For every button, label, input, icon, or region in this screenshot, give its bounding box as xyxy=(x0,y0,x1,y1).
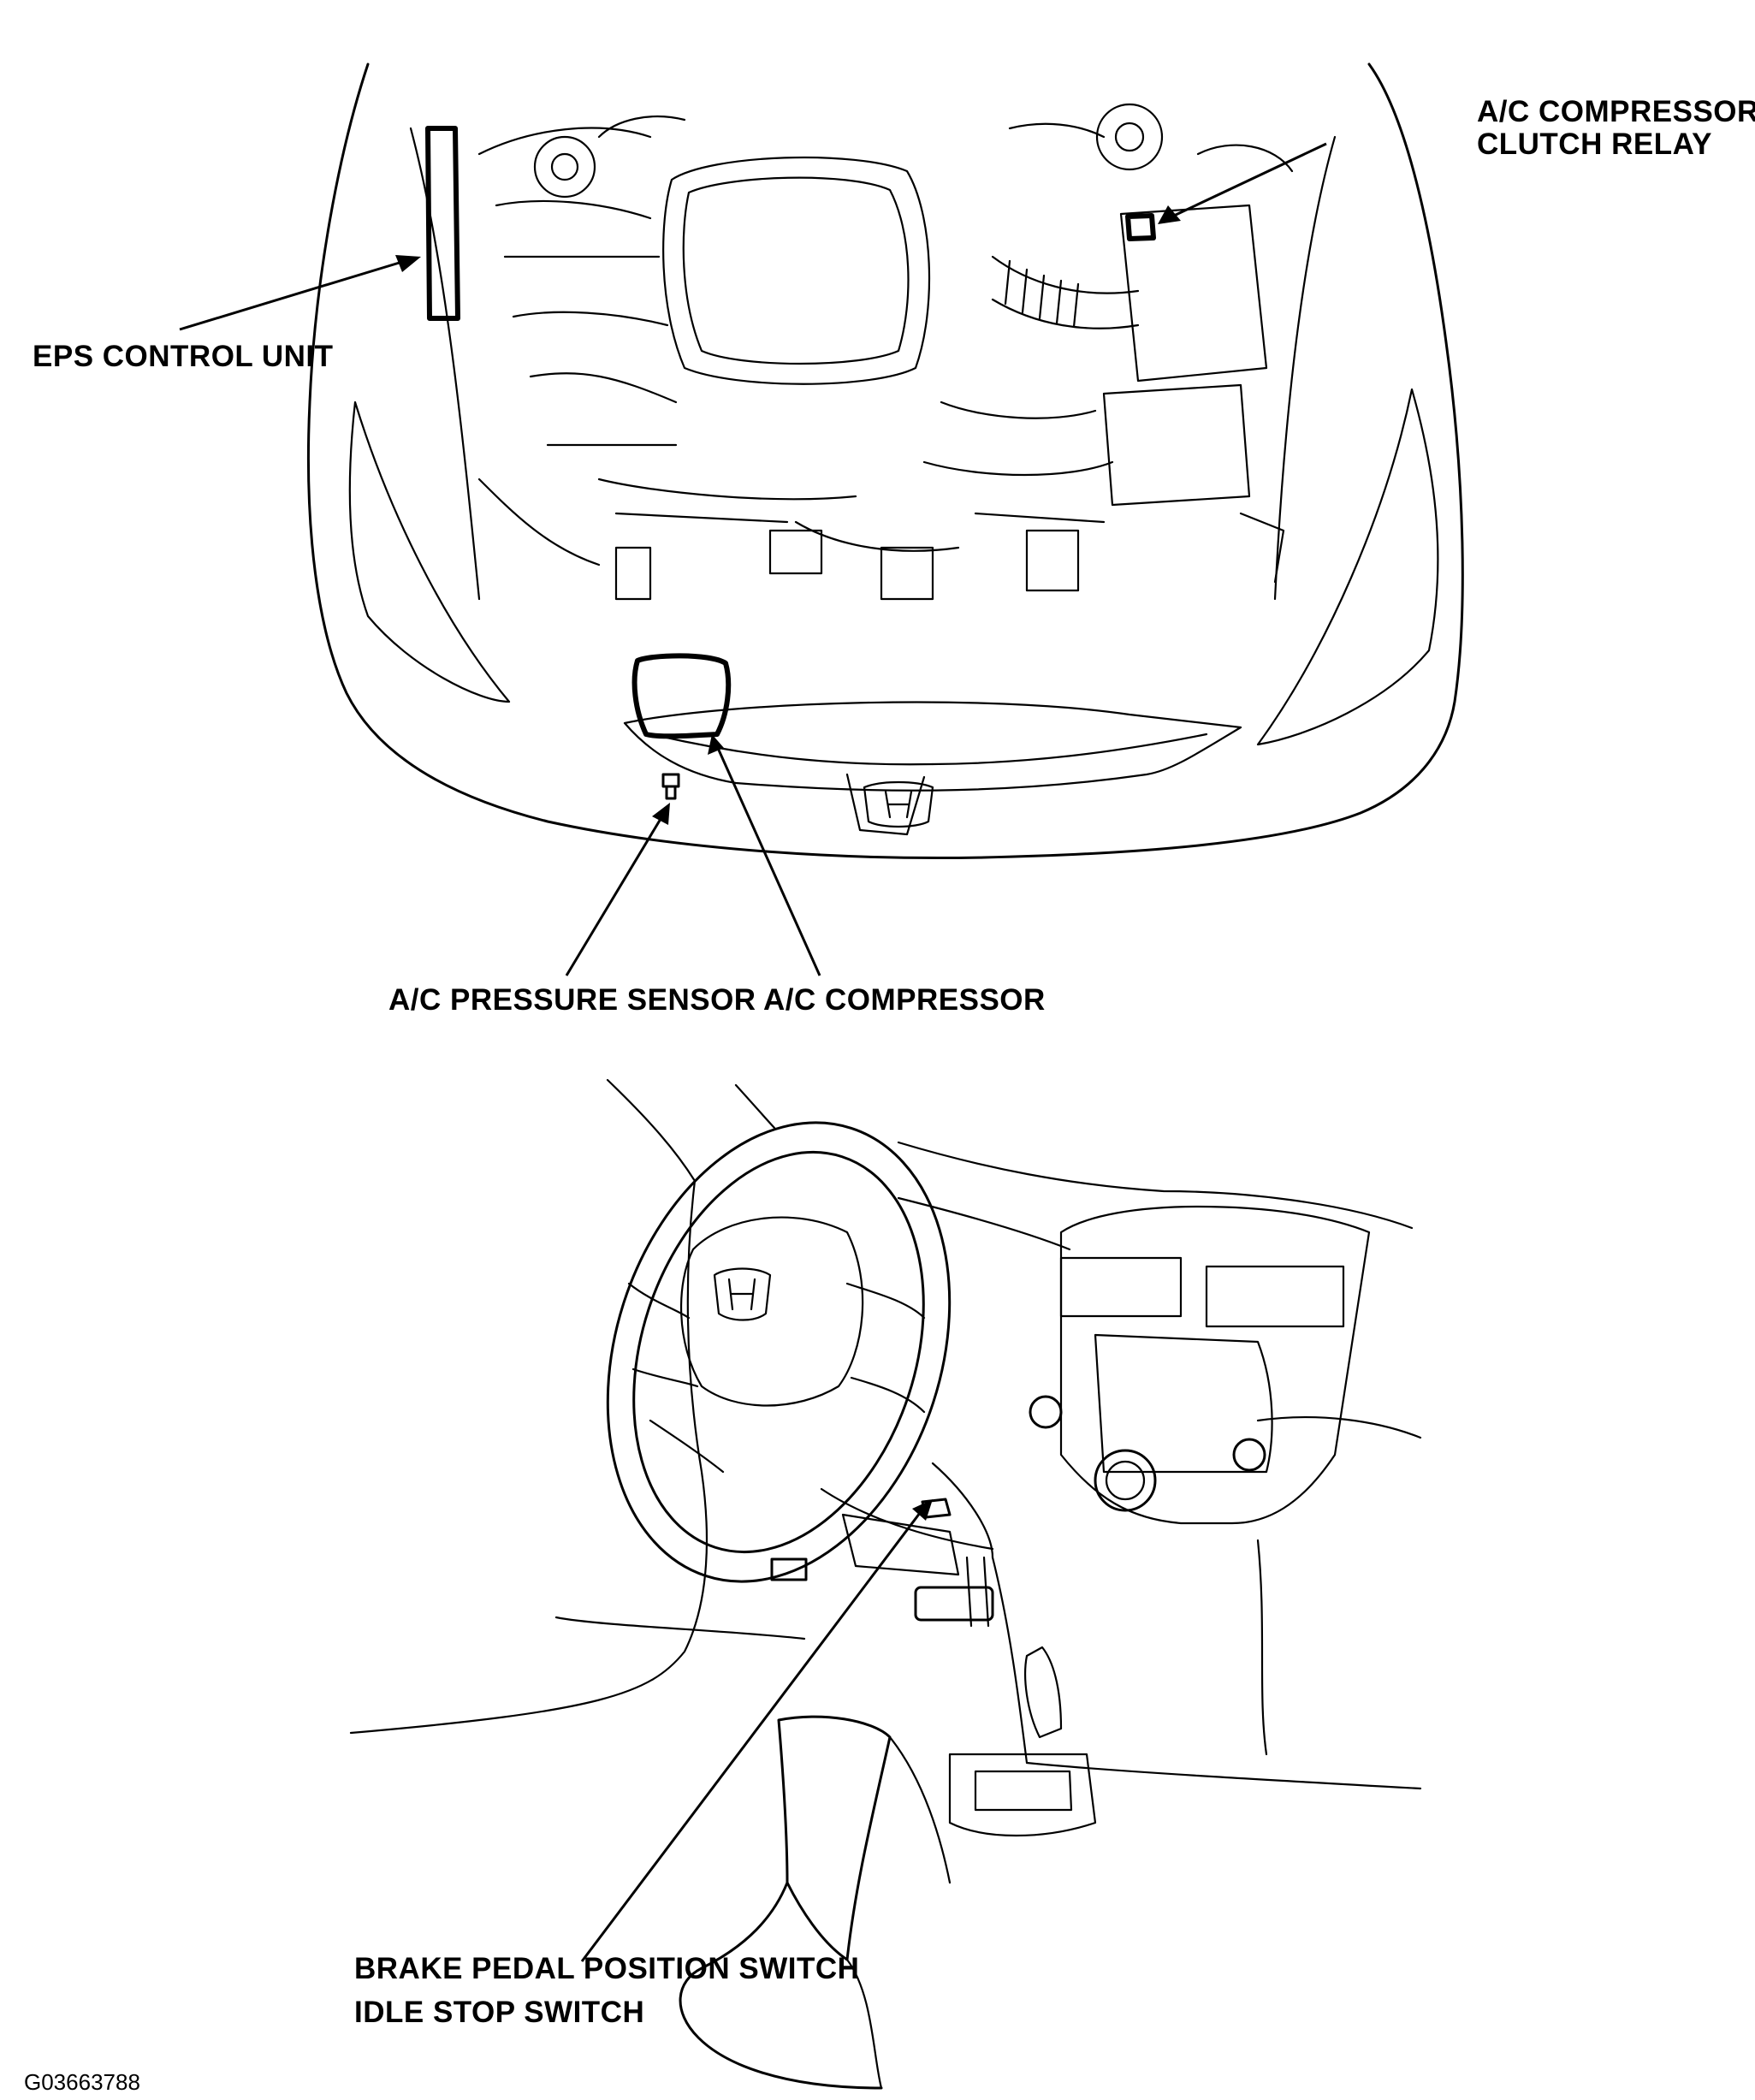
eps-control-unit-label: EPS CONTROL UNIT xyxy=(33,340,334,373)
eps-control-unit-shape xyxy=(425,126,460,321)
ac-pressure-sensor-shape xyxy=(661,773,680,800)
interior-drawing xyxy=(349,1078,1422,2090)
eps-leader-arrow xyxy=(179,255,421,331)
relay-leader-arrow xyxy=(1158,142,1327,224)
compressor-leader-arrow xyxy=(708,734,821,976)
pressure-sensor-leader-arrow xyxy=(565,803,670,976)
idle-stop-switch-label: IDLE STOP SWITCH xyxy=(354,1996,645,2029)
ac-compressor-clutch-relay-shape xyxy=(1125,213,1156,241)
ac-compressor-label: A/C COMPRESSOR xyxy=(763,983,1046,1017)
brake-pedal-position-switch-label: BRAKE PEDAL POSITION SWITCH xyxy=(354,1952,860,1985)
figure-id: G03663788 xyxy=(24,2069,140,2095)
engine-compartment-drawing xyxy=(306,62,1464,859)
ac-compressor-clutch-relay-label: A/C COMPRESSOR CLUTCH RELAY xyxy=(1477,95,1755,161)
brake-switch-leader-arrow xyxy=(580,1499,933,1962)
ac-pressure-sensor-label: A/C PRESSURE SENSOR xyxy=(388,983,756,1017)
ac-compressor-shape xyxy=(631,653,732,739)
